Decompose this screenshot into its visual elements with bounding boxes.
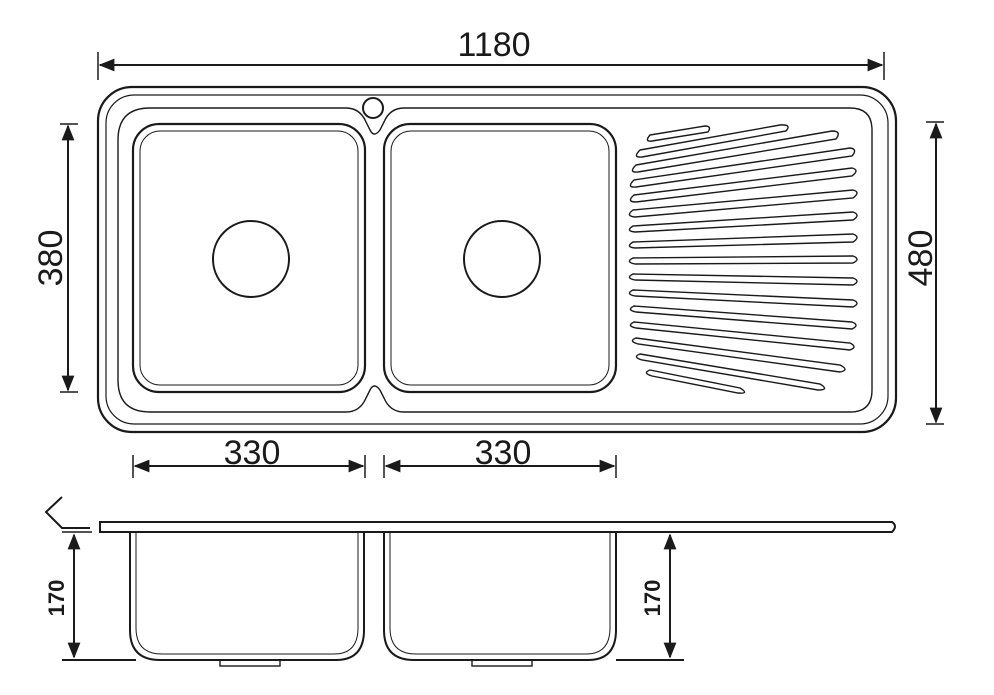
- dimension-bowl-width: 380: [32, 123, 78, 393]
- right-bowl: [382, 122, 618, 394]
- right-drain: [463, 220, 541, 298]
- sink-outer-rim: [96, 85, 898, 434]
- left-drain: [212, 220, 290, 298]
- dimension-right-depth: 170: [616, 533, 684, 661]
- dim-label-330-right: 330: [475, 434, 532, 472]
- right-bowl-profile: [383, 532, 617, 661]
- dimension-left-bowl-length: 330: [132, 434, 366, 478]
- side-view: [44, 496, 896, 667]
- rim-edge-detail: [44, 496, 90, 529]
- drainboard-grooves: [628, 124, 858, 394]
- tap-hole: [362, 97, 384, 119]
- dimension-overall-length: 1180: [97, 26, 885, 80]
- dimension-right-bowl-length: 330: [383, 434, 617, 478]
- dim-label-480: 480: [902, 230, 940, 287]
- dimension-left-depth: 170: [44, 531, 136, 661]
- dimension-overall-width: 480: [902, 121, 944, 425]
- dim-label-170-right: 170: [640, 580, 665, 617]
- bowl-surround: [117, 107, 873, 413]
- top-view: [96, 85, 898, 434]
- right-bowl-inner: [390, 130, 610, 386]
- left-bowl-profile: [129, 532, 365, 661]
- dim-label-380: 380: [32, 230, 70, 287]
- left-bowl-inner: [139, 130, 359, 386]
- dim-label-170-left: 170: [44, 580, 69, 617]
- right-drain-stub: [471, 659, 533, 667]
- left-drain-stub: [219, 659, 281, 667]
- dim-label-330-left: 330: [224, 434, 281, 472]
- sink-inner-rim: [105, 94, 889, 425]
- side-rim: [99, 521, 896, 533]
- left-bowl: [131, 122, 367, 394]
- dim-label-1180: 1180: [457, 26, 530, 64]
